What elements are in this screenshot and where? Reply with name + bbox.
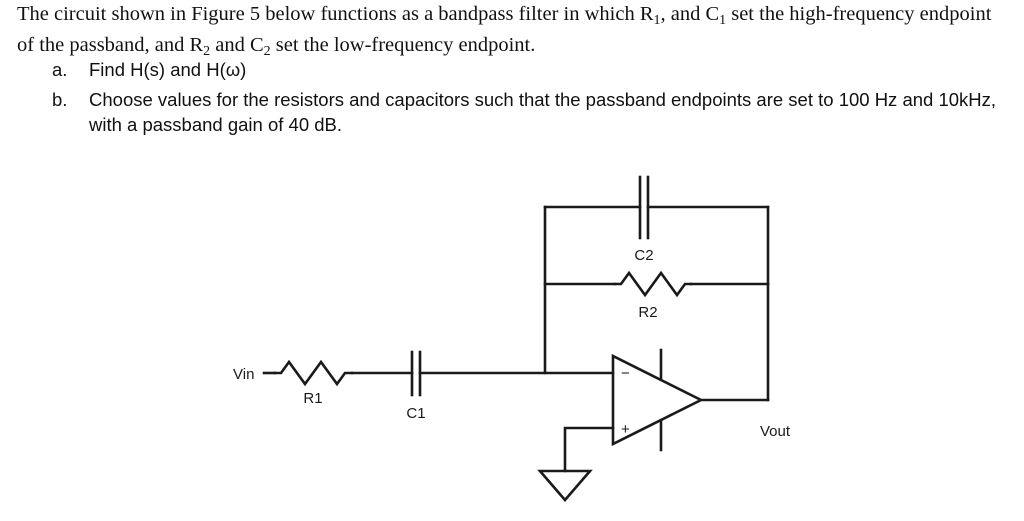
statement-sub-r1: 1 — [653, 12, 661, 28]
list-item-text: Find H(s) and H(ω) — [89, 59, 247, 80]
opamp-inverting-sign: − — [621, 365, 630, 382]
list-item-marker: b. — [52, 88, 68, 110]
statement-mid3: and C — [210, 33, 264, 56]
ground-branch — [537, 426, 615, 502]
circuit-labels: Vin R1 C1 C2 R2 Vout — [233, 247, 791, 440]
opamp-polarity-signs: − + — [621, 365, 630, 438]
statement-sub-c2: 2 — [263, 43, 271, 59]
list-item: a. Find H(s) and H(ω) — [52, 57, 1012, 83]
resistor-r1-symbol — [273, 359, 354, 387]
opamp-triangle-body — [611, 353, 704, 447]
statement-sub-r2: 2 — [203, 43, 211, 59]
label-r1: R1 — [303, 390, 322, 407]
wire-noninverting-to-ground — [563, 426, 615, 473]
ground-symbol-triangle — [537, 469, 593, 502]
label-vin: Vin — [233, 366, 254, 383]
question-list: a. Find H(s) and H(ω) b. Choose values f… — [52, 57, 1012, 142]
statement-sub-c1: 1 — [719, 12, 727, 28]
statement-mid2: set the high-frequency endpoint of the p… — [17, 3, 992, 56]
problem-statement: The circuit shown in Figure 5 below func… — [17, 2, 1012, 64]
label-c1: C1 — [406, 405, 425, 422]
list-item-marker: a. — [52, 59, 68, 80]
list-item: b. Choose values for the resistors and c… — [52, 87, 1012, 138]
circuit-schematic: − + Vin R1 C1 C2 R2 Vout — [233, 175, 791, 502]
statement-tail: set the low-frequency endpoint. — [270, 33, 536, 56]
list-item-text: Choose values for the resistors and capa… — [89, 88, 997, 136]
statement-prefix: The circuit shown in Figure 5 below func… — [17, 3, 654, 25]
resistor-r2-symbol — [613, 270, 693, 298]
opamp — [611, 205, 770, 452]
label-vout: Vout — [760, 423, 791, 440]
label-c2: C2 — [634, 247, 653, 264]
feedback-network — [543, 175, 770, 375]
input-branch — [262, 350, 615, 397]
statement-mid1: , and C — [660, 3, 720, 25]
label-r2: R2 — [638, 304, 657, 321]
opamp-noninverting-sign: + — [621, 421, 630, 438]
